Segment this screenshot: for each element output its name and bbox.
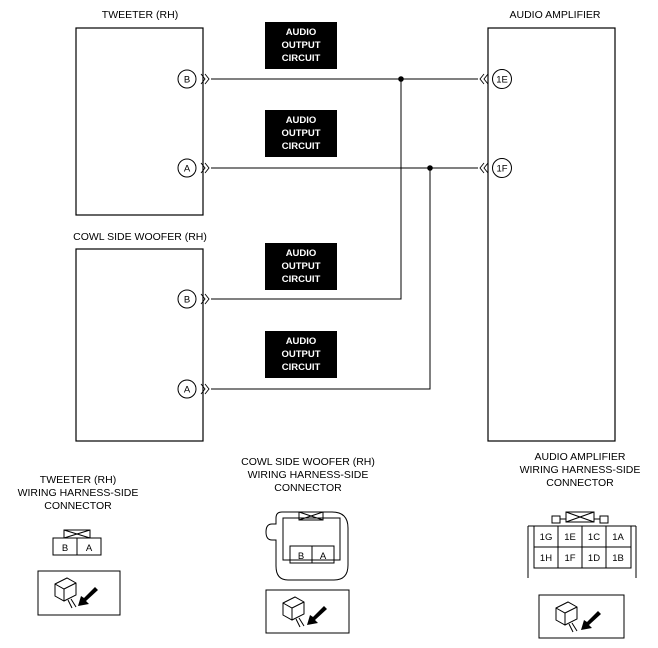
amplifier-connector-cell: 1G xyxy=(540,532,553,543)
amplifier-connector-title-line: AUDIO AMPLIFIER xyxy=(534,451,625,463)
tweeter-connector-cell: A xyxy=(86,543,93,554)
circuit-box-line: OUTPUT xyxy=(281,261,320,272)
probe-illustration-amplifier xyxy=(538,594,625,639)
connector-chevron-icon xyxy=(200,293,210,305)
connector-chevron-icon xyxy=(200,383,210,395)
connector-chevron-icon xyxy=(200,73,210,85)
arrow-icon xyxy=(78,587,98,606)
woofer-connector-title-line: CONNECTOR xyxy=(274,482,342,494)
amplifier-pin-1e: 1E xyxy=(492,69,512,89)
pin-label: B xyxy=(184,295,190,306)
woofer-pin-b: B xyxy=(177,289,197,309)
woofer-connector-title-line: COWL SIDE WOOFER (RH) xyxy=(241,456,375,468)
tweeter-connector-title-line: CONNECTOR xyxy=(44,500,112,512)
connector-chevron-icon xyxy=(200,162,210,174)
circuit-box-line: CIRCUIT xyxy=(282,362,321,373)
amplifier-connector-face xyxy=(527,511,637,578)
connector-plug-icon xyxy=(555,601,578,633)
circuit-box-line: OUTPUT xyxy=(281,128,320,139)
audio-output-circuit-box: AUDIO OUTPUT CIRCUIT xyxy=(265,331,337,378)
circuit-box-line: CIRCUIT xyxy=(282,274,321,285)
arrow-icon xyxy=(581,611,601,630)
tweeter-connector-cell: B xyxy=(62,543,68,554)
woofer-connector-cell: B xyxy=(298,551,304,562)
woofer-connector-cell: A xyxy=(320,551,327,562)
tweeter-title: TWEETER (RH) xyxy=(102,9,178,21)
tweeter-connector-title-line: TWEETER (RH) xyxy=(40,474,116,486)
circuit-box-line: AUDIO xyxy=(286,248,317,259)
pin-label: 1F xyxy=(496,164,507,175)
circuit-box-line: AUDIO xyxy=(286,115,317,126)
probe-illustration-woofer xyxy=(265,589,350,634)
tweeter-connector-title-line: WIRING HARNESS-SIDE xyxy=(18,487,139,499)
woofer-pin-a: A xyxy=(177,379,197,399)
audio-output-circuit-box: AUDIO OUTPUT CIRCUIT xyxy=(265,243,337,290)
amplifier-connector-cell: 1A xyxy=(612,532,624,543)
amplifier-connector-cell: 1B xyxy=(612,553,624,564)
circuit-box-line: AUDIO xyxy=(286,336,317,347)
tweeter-pin-a: A xyxy=(177,158,197,178)
tweeter-box xyxy=(75,27,204,216)
audio-output-circuit-box: AUDIO OUTPUT CIRCUIT xyxy=(265,22,337,69)
circuit-box-line: OUTPUT xyxy=(281,40,320,51)
tweeter-connector-face xyxy=(52,529,102,556)
pin-label: A xyxy=(184,164,191,175)
splice-dot xyxy=(398,76,404,82)
pin-label: 1E xyxy=(496,75,508,86)
pin-label: A xyxy=(184,385,191,396)
amplifier-pin-1f: 1F xyxy=(492,158,512,178)
circuit-box-line: OUTPUT xyxy=(281,349,320,360)
probe-illustration-tweeter xyxy=(37,570,121,616)
amplifier-connector-cell: 1C xyxy=(588,532,600,543)
amplifier-connector-title-line: CONNECTOR xyxy=(546,477,614,489)
amplifier-connector-title-line: WIRING HARNESS-SIDE xyxy=(520,464,641,476)
audio-output-circuit-box: AUDIO OUTPUT CIRCUIT xyxy=(265,110,337,157)
wire-woofer-b-branch xyxy=(211,79,402,300)
connector-chevron-icon xyxy=(479,162,489,174)
amplifier-connector-cell: 1E xyxy=(564,532,576,543)
wires xyxy=(211,78,478,390)
amplifier-connector-cell: 1F xyxy=(564,553,575,564)
connector-chevron-icon xyxy=(479,73,489,85)
pin-label: B xyxy=(184,75,190,86)
amplifier-box xyxy=(487,27,616,442)
wire-woofer-a-branch xyxy=(211,168,431,390)
arrow-icon xyxy=(307,606,327,625)
connector-plug-icon xyxy=(282,596,305,628)
woofer-box xyxy=(75,248,204,442)
circuit-box-line: CIRCUIT xyxy=(282,141,321,152)
amplifier-connector-cell: 1H xyxy=(540,553,552,564)
woofer-connector-title-line: WIRING HARNESS-SIDE xyxy=(248,469,369,481)
woofer-connector-face xyxy=(265,511,349,581)
woofer-title: COWL SIDE WOOFER (RH) xyxy=(73,231,207,243)
splice-dot xyxy=(427,165,433,171)
amplifier-connector-cell: 1D xyxy=(588,553,600,564)
circuit-box-line: AUDIO xyxy=(286,27,317,38)
amplifier-title: AUDIO AMPLIFIER xyxy=(509,9,600,21)
connector-plug-icon xyxy=(54,577,77,609)
circuit-box-line: CIRCUIT xyxy=(282,53,321,64)
tweeter-pin-b: B xyxy=(177,69,197,89)
